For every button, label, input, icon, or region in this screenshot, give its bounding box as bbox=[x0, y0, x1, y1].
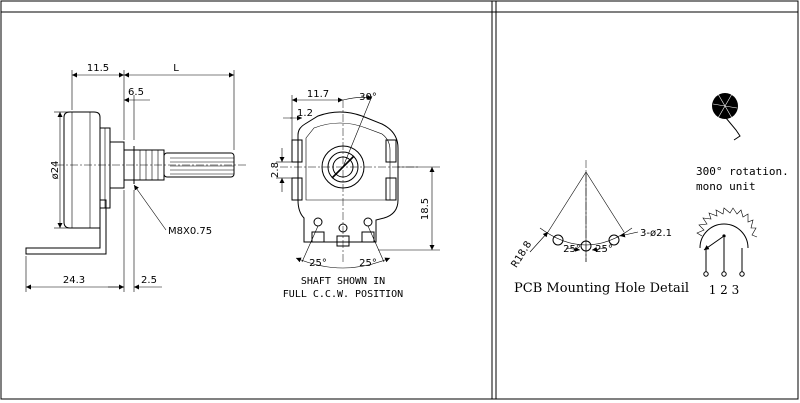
dim-24-3: 24.3 bbox=[63, 275, 85, 286]
caption-line-1: SHAFT SHOWN IN bbox=[301, 276, 385, 287]
dim-1-2: 1.2 bbox=[297, 108, 313, 119]
side-dimensions bbox=[25, 70, 235, 292]
pcb-dim-25-right: 25° bbox=[595, 244, 613, 255]
front-housing bbox=[297, 111, 399, 243]
side-housing bbox=[63, 111, 101, 229]
dim-11-5: 11.5 bbox=[87, 63, 109, 74]
pcb-detail: R18.8 25° 25° 3-ø2.1 PCB Mounting Hole D… bbox=[509, 160, 689, 296]
front-dimensions bbox=[276, 94, 440, 269]
resistor-arc bbox=[699, 223, 749, 249]
dim-18-5: 18.5 bbox=[420, 198, 431, 220]
dim-30-deg: 30° bbox=[359, 92, 377, 103]
dim-11-7: 11.7 bbox=[307, 89, 329, 100]
pcb-hole-1 bbox=[552, 234, 564, 246]
dim-2-5: 2.5 bbox=[141, 275, 157, 286]
pcb-dim-25-left: 25° bbox=[563, 244, 581, 255]
dim-thread: M8X0.75 bbox=[168, 226, 212, 237]
dim-25-left: 25° bbox=[309, 258, 327, 269]
pcb-hole-3 bbox=[608, 234, 620, 246]
dim-2-8: 2.8 bbox=[270, 162, 281, 178]
mounting-bracket bbox=[25, 199, 107, 255]
dim-L: L bbox=[173, 63, 179, 74]
dim-6-5: 6.5 bbox=[128, 87, 144, 98]
front-view: 11.7 30° 1.2 2.8 18.5 25° 25° SHAFT SHOW… bbox=[270, 89, 440, 300]
dim-holes: 3-ø2.1 bbox=[640, 228, 672, 239]
side-view: 11.5 L 6.5 ø24 M8X0.75 24.3 2.5 bbox=[25, 63, 246, 292]
dim-25-right: 25° bbox=[359, 258, 377, 269]
schematic-symbol: 300° rotation. mono unit 1 2 3 bbox=[696, 93, 789, 297]
dim-dia-24: ø24 bbox=[50, 161, 61, 180]
dim-r18-8: R18.8 bbox=[509, 239, 534, 270]
pin-labels: 1 2 3 bbox=[709, 283, 740, 297]
rotation-line-2: mono unit bbox=[696, 180, 756, 193]
rotation-line-1: 300° rotation. bbox=[696, 165, 789, 178]
caption-line-2: FULL C.C.W. POSITION bbox=[283, 289, 403, 300]
pcb-hole-2 bbox=[580, 240, 592, 252]
pcb-caption: PCB Mounting Hole Detail bbox=[514, 281, 689, 296]
